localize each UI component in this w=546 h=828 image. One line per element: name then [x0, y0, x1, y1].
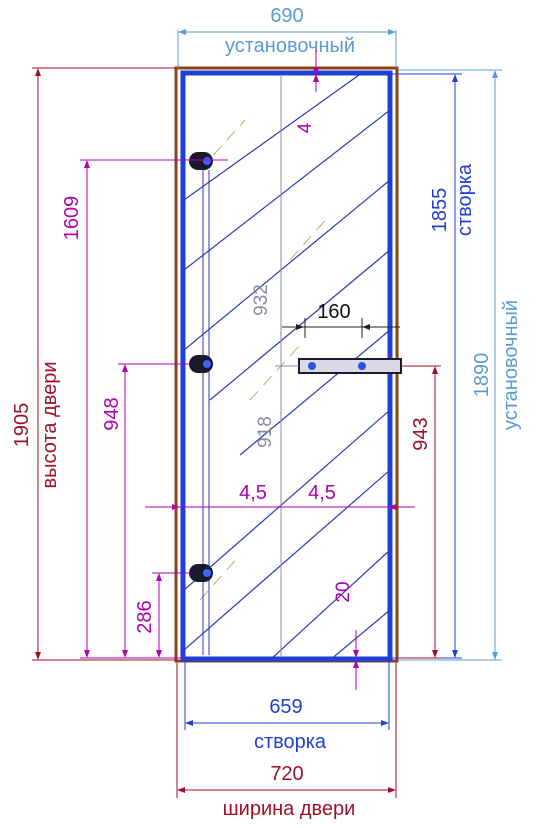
- dim-handle-height: 943: [398, 365, 441, 659]
- dim-side-gap-left-value: 4,5: [239, 482, 267, 504]
- dim-handle-width-value: 160: [317, 301, 350, 323]
- dim-sash-height: 1855 створка: [392, 73, 476, 659]
- dim-side-gap-right-value: 4,5: [308, 482, 336, 504]
- dim-middle-hinge: 948: [101, 363, 190, 658]
- dim-lower-hinge: 286: [134, 572, 190, 658]
- dim-handle-width: 160: [282, 301, 400, 338]
- dim-upper-half-value: 932: [251, 284, 272, 316]
- dim-install-height-value: 1890: [471, 353, 493, 398]
- dim-door-height-value: 1905: [11, 403, 33, 448]
- dim-sash-height-caption: створка: [454, 163, 476, 236]
- dim-glass-thickness-value: 4: [295, 122, 316, 133]
- dim-upper-hinge: 1609: [61, 159, 228, 659]
- dim-side-gaps: 4,5 4,5: [145, 482, 415, 510]
- dim-bottom-gap-value: 20: [333, 581, 354, 602]
- dim-install-height-caption: установочный: [500, 300, 522, 430]
- hinge-middle: [189, 355, 213, 373]
- door-handle: [275, 358, 402, 374]
- dim-sash-height-value: 1855: [429, 188, 451, 233]
- dim-top-width-caption: установочный: [225, 35, 355, 57]
- dim-door-width: 720 ширина двери: [176, 662, 397, 820]
- dim-door-width-caption: ширина двери: [223, 798, 356, 820]
- dim-bottom-gap: 20: [333, 581, 359, 690]
- dim-door-width-value: 720: [270, 763, 303, 785]
- dim-sash-width-value: 659: [269, 696, 302, 718]
- dim-middle-hinge-value: 948: [101, 397, 123, 430]
- dim-door-height-caption: высота двери: [39, 361, 61, 488]
- dim-sash-width: 659 створка: [184, 662, 390, 753]
- dim-door-height: 1905 высота двери: [11, 67, 176, 661]
- dim-handle-height-value: 943: [410, 417, 432, 450]
- hinge-bottom: [189, 564, 213, 582]
- dim-lower-hinge-value: 286: [134, 600, 156, 633]
- dim-lower-half-value: 918: [255, 416, 276, 448]
- dim-install-height: 1890 установочный: [398, 69, 522, 661]
- hinge-top: [189, 152, 213, 170]
- dim-upper-half: 932: [251, 284, 272, 316]
- dim-sash-width-caption: створка: [254, 731, 327, 753]
- dim-top-width-value: 690: [270, 5, 303, 27]
- dim-top-width: 690 установочный: [177, 5, 397, 68]
- dim-upper-hinge-value: 1609: [61, 196, 83, 241]
- dim-lower-half: 918: [255, 416, 276, 448]
- dim-glass-thickness: 4: [295, 50, 319, 133]
